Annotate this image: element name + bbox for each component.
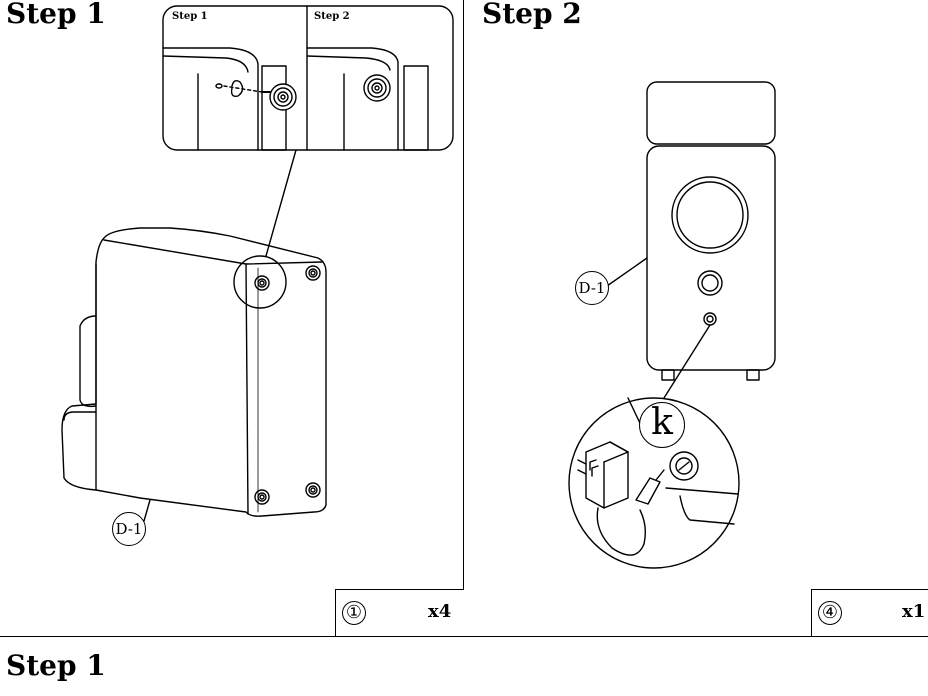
step-2-title: Step 2 bbox=[482, 0, 582, 30]
part-callout-d1-right: D-1 bbox=[575, 271, 609, 305]
part-number: ① bbox=[342, 601, 366, 625]
adapter-zoom-circle bbox=[568, 397, 740, 569]
part-quantity: x1 bbox=[902, 601, 926, 622]
inset-detail bbox=[162, 5, 454, 151]
speaker-front-view bbox=[606, 81, 776, 399]
part-callout-d1-left: D-1 bbox=[112, 512, 146, 546]
parts-box-adapter: ④ x1 bbox=[811, 589, 928, 637]
step-1-bottom-title: Step 1 bbox=[6, 649, 106, 682]
part-quantity: x4 bbox=[428, 601, 452, 622]
connector-callout-k: k bbox=[639, 402, 685, 448]
parts-box-foot-pads: ① x4 bbox=[335, 589, 464, 637]
speaker-back-view bbox=[61, 149, 327, 522]
part-number: ④ bbox=[818, 601, 842, 625]
assembly-illustration bbox=[61, 5, 893, 635]
panel-divider-horizontal bbox=[0, 636, 928, 637]
step-1-title: Step 1 bbox=[6, 0, 106, 30]
inset-step-2-label: Step 2 bbox=[314, 11, 350, 22]
inset-step-1-label: Step 1 bbox=[172, 11, 208, 22]
panel-divider-vertical bbox=[463, 0, 464, 637]
